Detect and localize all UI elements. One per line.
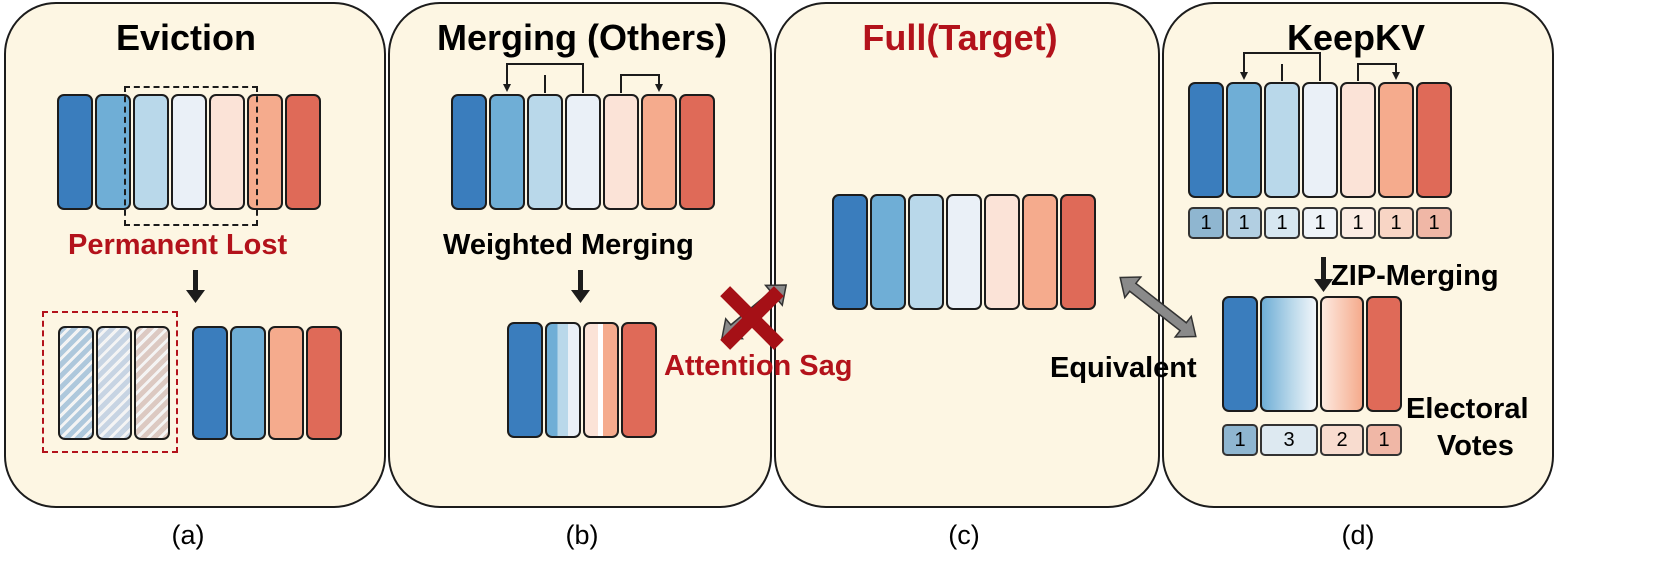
kv-bar: [1416, 82, 1452, 198]
kv-bar: [984, 194, 1020, 310]
vote-cell: 1: [1340, 207, 1376, 239]
vote-cell: 1: [1264, 207, 1300, 239]
zip-merging-label: ZIP-Merging: [1331, 260, 1499, 292]
vote-cell: 1: [1366, 424, 1402, 456]
merged-kv-bar: [545, 322, 581, 438]
vote-cell: 1: [1222, 424, 1258, 456]
kv-bar: [451, 94, 487, 210]
electoral-label: Electoral: [1406, 393, 1529, 425]
evicted-kv-bar: [96, 326, 132, 440]
kv-bar: [1222, 296, 1258, 412]
zip-merged-kv-bar: [1260, 296, 1318, 412]
kv-bar: [1378, 82, 1414, 198]
kv-bar: [1302, 82, 1338, 198]
panel-b-title: Merging (Others): [436, 17, 728, 58]
panel-a-title: Eviction: [115, 17, 257, 58]
kv-bar: [507, 322, 543, 438]
cross-icon: [720, 286, 784, 350]
kv-bar: [306, 326, 342, 440]
merged-kv-bar: [583, 322, 619, 438]
kv-bar: [946, 194, 982, 310]
kv-bar: [285, 94, 321, 210]
kv-bar: [489, 94, 525, 210]
merge-connector-right: [620, 74, 663, 93]
kv-bar: [209, 94, 245, 210]
evicted-entries-box: [42, 311, 178, 453]
panel-d-caption: (d): [1341, 520, 1375, 550]
kv-bar: [1226, 82, 1262, 198]
equivalent-label: Equivalent: [1050, 352, 1197, 384]
vote-cell: 1: [1302, 207, 1338, 239]
vote-cell: 3: [1260, 424, 1318, 456]
vote-cell: 1: [1226, 207, 1262, 239]
down-arrow-icon: [571, 270, 590, 303]
kv-bar: [679, 94, 715, 210]
kv-bar: [603, 94, 639, 210]
kv-bar: [1264, 82, 1300, 198]
kv-bar: [621, 322, 657, 438]
kv-bar: [192, 326, 228, 440]
kv-bar: [133, 94, 169, 210]
panel-a-caption: (a): [171, 520, 205, 550]
kv-bar: [527, 94, 563, 210]
evicted-kv-bar: [134, 326, 170, 440]
kv-bar: [57, 94, 93, 210]
kv-bar: [832, 194, 868, 310]
votes-label: Votes: [1437, 430, 1514, 462]
down-arrow-icon: [186, 270, 205, 303]
evicted-kv-bar: [58, 326, 94, 440]
kv-bar: [1188, 82, 1224, 198]
panel-d-title: KeepKV: [1286, 17, 1426, 58]
vote-cell: 2: [1320, 424, 1364, 456]
weighted-merging-label: Weighted Merging: [443, 229, 694, 261]
panel-b-caption: (b): [565, 520, 599, 550]
kv-bar: [230, 326, 266, 440]
keepkv-connector-left: [1240, 52, 1321, 81]
panel-c-caption: (c): [948, 520, 980, 550]
kv-bar: [641, 94, 677, 210]
vote-cell: 1: [1378, 207, 1414, 239]
panel-c-title: Full(Target): [862, 17, 1058, 58]
permanent-lost-label: Permanent Lost: [68, 229, 288, 261]
kv-bar: [1340, 82, 1376, 198]
kv-bar: [908, 194, 944, 310]
kv-bar: [1060, 194, 1096, 310]
zip-merged-kv-bar: [1320, 296, 1364, 412]
kv-bar: [1022, 194, 1058, 310]
keepkv-connector-right: [1357, 63, 1400, 81]
merge-connector-left: [503, 63, 584, 93]
kv-bar: [268, 326, 304, 440]
down-arrow-icon: [1314, 257, 1333, 292]
kv-bar: [565, 94, 601, 210]
vote-cell: 1: [1416, 207, 1452, 239]
kv-bar: [870, 194, 906, 310]
eviction-selection-box: [124, 86, 258, 226]
vote-cell: 1: [1188, 207, 1224, 239]
kv-bar: [171, 94, 207, 210]
double-arrow-icon: [1119, 276, 1197, 338]
attention-sag-label: Attention Sag: [664, 350, 853, 382]
kv-bar: [247, 94, 283, 210]
kv-bar: [1366, 296, 1402, 412]
